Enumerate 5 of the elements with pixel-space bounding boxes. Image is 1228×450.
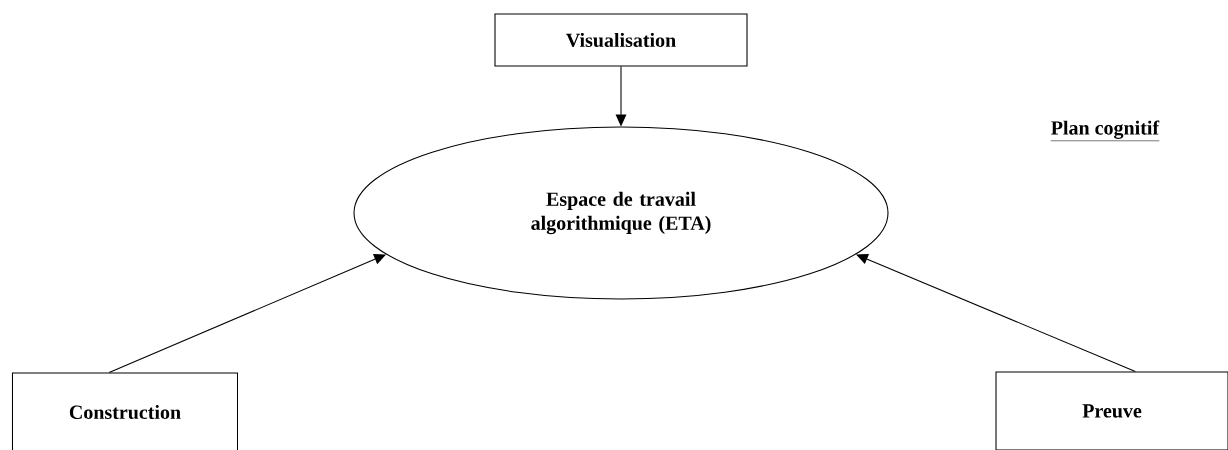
ellipse-node: Espace de travail algorithmique (ETA) <box>353 126 889 300</box>
heading-label: Plan cognitif <box>1050 120 1160 142</box>
process-box: Preuve <box>995 371 1228 450</box>
process-box: Construction <box>11 372 239 450</box>
process-box: Visualisation <box>494 13 748 67</box>
